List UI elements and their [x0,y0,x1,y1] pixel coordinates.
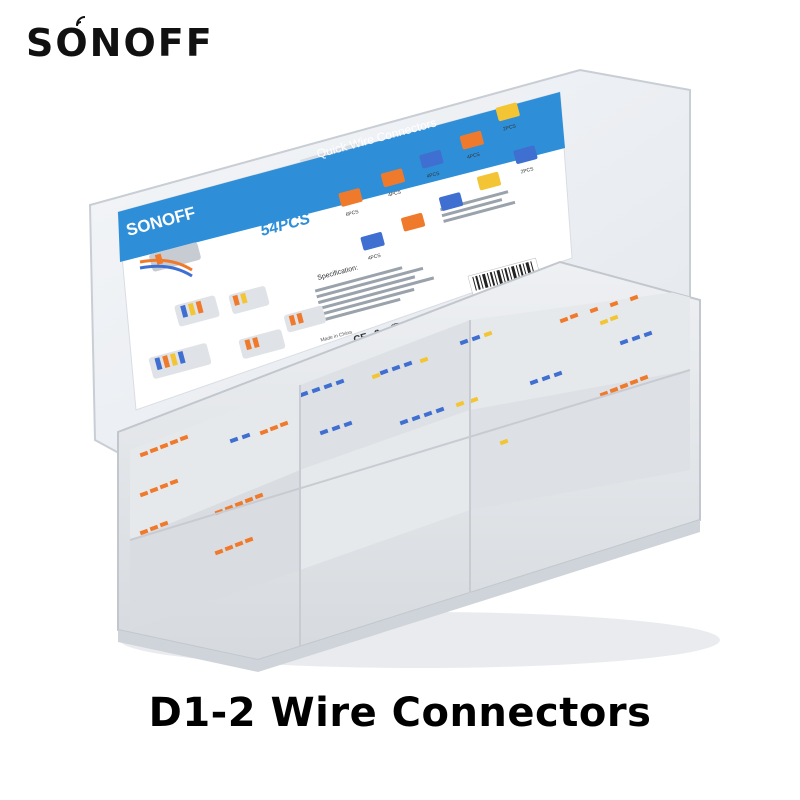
wifi-signal-icon [76,16,86,27]
pcs-label-4: 4PCS [466,151,481,160]
brand-logo-text: SONOFF [26,21,214,65]
barcode [467,257,542,296]
insert-card: SONOFF Quick Wire Connectors 54PCS Speci… [117,91,573,411]
product-caption: D1-2 Wire Connectors [148,690,652,736]
box-tray [117,260,701,672]
thumbnail-grid: 6PCS 4PCS 4PCS 4PCS 2PCS 4PCS 2PCS [338,102,538,262]
pcs-label-2: 4PCS [388,189,403,198]
pcs-label-6: 4PCS [367,253,382,262]
pcs-label-3: 4PCS [426,171,441,180]
card-header-band [118,92,565,262]
pcs-label-5: 2PCS [502,123,517,132]
connector-rows [129,290,691,660]
pcs-label-1: 6PCS [345,209,360,218]
pcs-label-7: 2PCS [520,166,535,175]
card-product-cluster [139,242,326,379]
product-image: SONOFF Quick Wire Connectors 54PCS Speci… [88,68,720,672]
brand-logo: SONOFF [26,16,214,65]
